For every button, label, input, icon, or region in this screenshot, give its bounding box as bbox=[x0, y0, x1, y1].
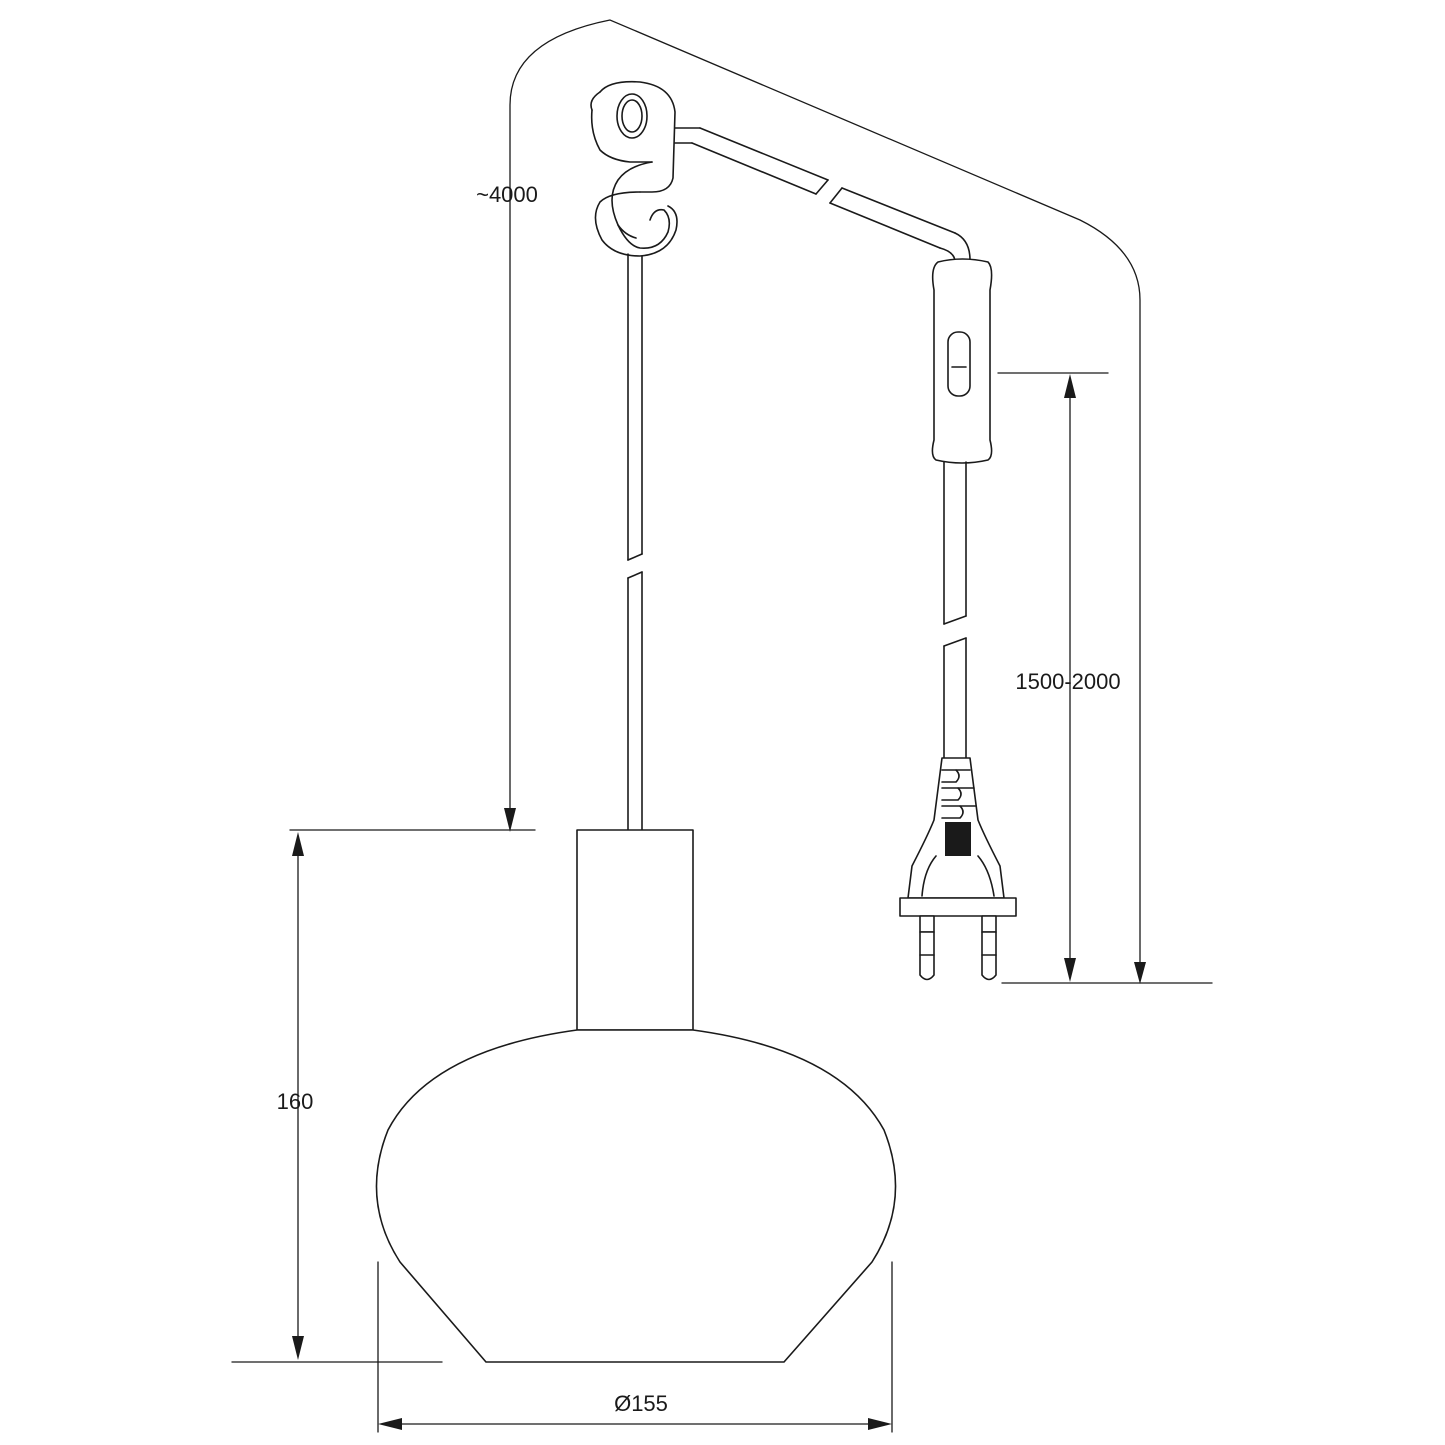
shade-diameter-dimension bbox=[377, 1261, 893, 1433]
lamp-holder bbox=[576, 829, 694, 1031]
total-length-dimension-line bbox=[509, 19, 1141, 971]
shade-diameter-label: Ø155 bbox=[614, 1391, 668, 1416]
total-length-label: ~4000 bbox=[476, 182, 538, 207]
euro-plug bbox=[899, 757, 1017, 981]
inline-switch bbox=[931, 258, 993, 464]
plug-length-label: 1500-2000 bbox=[1015, 669, 1120, 694]
plug-length-dimension bbox=[997, 372, 1213, 984]
ceiling-hook bbox=[590, 80, 678, 257]
upper-cable bbox=[674, 127, 971, 266]
plug-cable bbox=[943, 461, 967, 761]
total-length-arrowhead-left bbox=[504, 808, 516, 832]
glass-shade bbox=[375, 1029, 897, 1363]
total-length-arrowhead-right bbox=[1134, 962, 1146, 984]
plug-grip bbox=[945, 822, 971, 856]
shade-height-label: 160 bbox=[277, 1089, 314, 1114]
shade-height-dimension bbox=[231, 829, 536, 1363]
pendant-cable bbox=[627, 253, 643, 831]
